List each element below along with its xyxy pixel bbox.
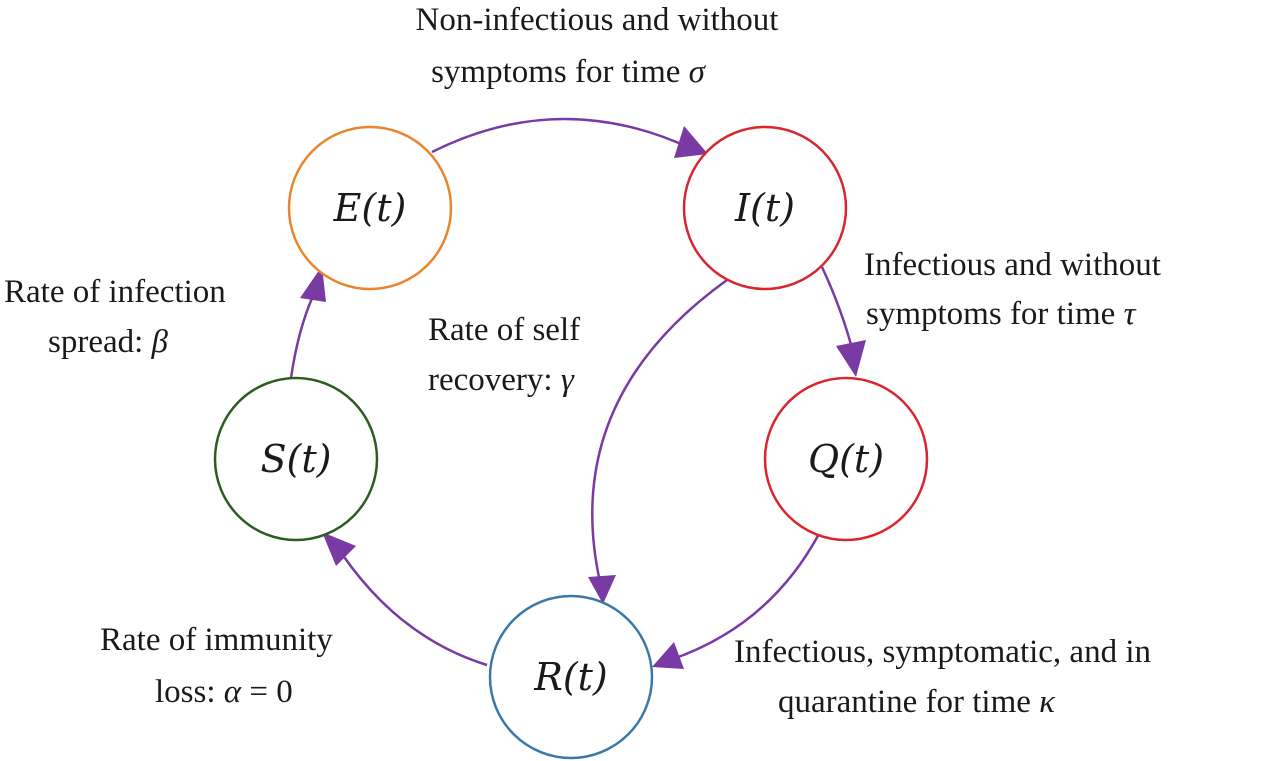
label-i-to-q-symbol: τ (1124, 296, 1137, 332)
label-r-to-s-symbol: α (224, 674, 242, 710)
label-s-to-e-line1: Rate of infection (4, 274, 226, 310)
label-r-to-s-line2: loss: α = 0 (155, 674, 293, 710)
arrowhead-r-to-s (322, 532, 356, 566)
label-e-to-i-line1: Non-infectious and without (416, 2, 779, 38)
label-q-to-r-line1: Infectious, symptomatic, and in (734, 634, 1151, 670)
label-i-to-q-text: symptoms for time (866, 296, 1124, 332)
label-i-to-q-line1: Infectious and without (864, 247, 1161, 283)
label-e-to-i-symbol: σ (689, 54, 707, 90)
node-r-circle (488, 594, 654, 760)
node-e-circle (287, 125, 453, 291)
label-i-to-r-line2: recovery: γ (428, 362, 575, 398)
node-q-circle (763, 376, 929, 542)
node-s: S(t) (213, 376, 379, 542)
label-s-to-e-line2: spread: β (48, 324, 169, 360)
node-e: E(t) (287, 125, 453, 291)
label-e-to-i-text: symptoms for time (431, 54, 689, 90)
label-q-to-r-line2: quarantine for time κ (778, 684, 1056, 720)
label-q-to-r-symbol: κ (1039, 684, 1056, 720)
edges (289, 117, 855, 667)
arrowhead-q-to-r (652, 642, 684, 669)
edge-e-to-i (431, 117, 691, 154)
edge-r-to-s (340, 553, 488, 667)
label-i-to-r: Rate of self recovery: γ (428, 312, 580, 398)
arrowheads (300, 126, 866, 669)
node-i-label: I(t) (734, 186, 795, 230)
arrowhead-e-to-i (674, 126, 708, 158)
node-s-circle (213, 376, 379, 542)
node-e-label: E(t) (333, 186, 407, 230)
node-i-circle (682, 125, 848, 291)
edge-i-to-r (591, 278, 728, 583)
label-e-to-i-line2: symptoms for time σ (431, 54, 707, 90)
label-i-to-r-line1: Rate of self (428, 312, 580, 348)
node-i: I(t) (682, 125, 848, 291)
label-r-to-s-line1: Rate of immunity (100, 622, 333, 658)
label-s-to-e-symbol: β (151, 324, 169, 360)
label-i-to-r-symbol: γ (561, 362, 575, 398)
label-s-to-e: Rate of infection spread: β (4, 274, 226, 360)
label-q-to-r-text: quarantine for time (778, 684, 1039, 720)
node-r: R(t) (488, 594, 654, 760)
node-q: Q(t) (763, 376, 929, 542)
label-r-to-s: Rate of immunity loss: α = 0 (100, 622, 333, 710)
edge-q-to-r (669, 531, 822, 662)
label-r-to-s-suffix: = 0 (241, 674, 293, 710)
label-i-to-q-line2: symptoms for time τ (866, 296, 1137, 332)
label-q-to-r: Infectious, symptomatic, and in quaranti… (734, 634, 1151, 720)
arrowhead-s-to-e (300, 266, 326, 302)
label-r-to-s-text: loss: (155, 674, 224, 710)
arrowhead-i-to-q (836, 340, 866, 377)
node-s-label: S(t) (261, 437, 332, 481)
node-r-label: R(t) (533, 655, 608, 699)
label-s-to-e-text: spread: (48, 324, 152, 360)
edge-s-to-e (289, 295, 315, 379)
edge-i-to-q (820, 266, 855, 353)
node-q-label: Q(t) (808, 437, 884, 481)
label-i-to-q: Infectious and without symptoms for time… (864, 247, 1161, 332)
arrowhead-i-to-r (588, 575, 616, 604)
label-i-to-r-text: recovery: (428, 362, 561, 398)
label-e-to-i: Non-infectious and without symptoms for … (416, 2, 779, 90)
